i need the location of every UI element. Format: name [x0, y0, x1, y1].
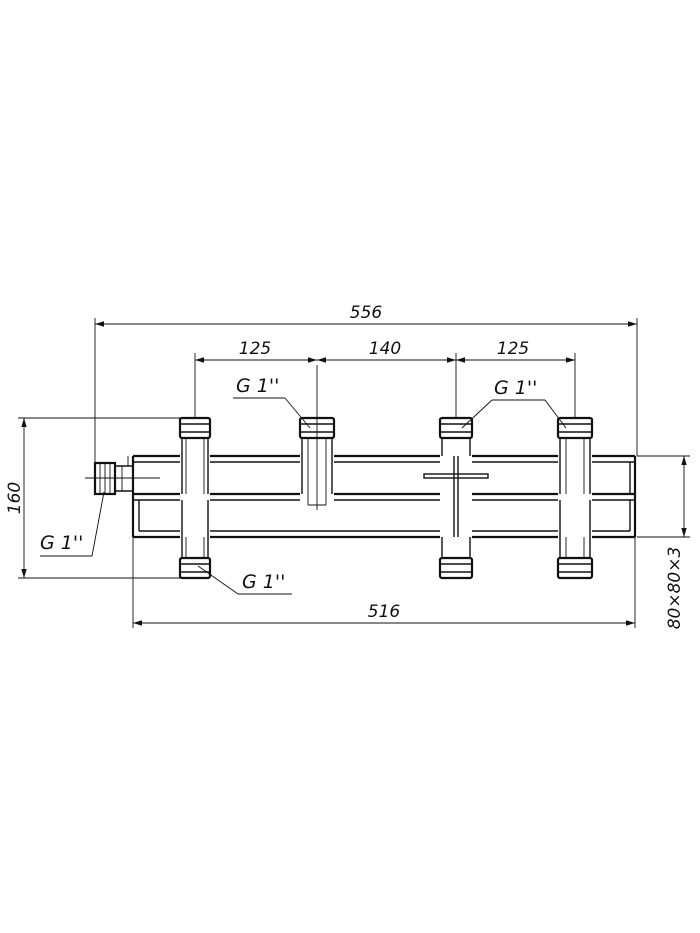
thread-label-inlet: G 1'' [40, 532, 83, 554]
dimension-overall [94, 318, 638, 463]
nozzle-1 [178, 416, 212, 580]
thread-label-bottom: G 1'' [242, 571, 285, 593]
dimension-spacing-left-label: 125 [239, 339, 271, 359]
dimension-body-label: 516 [368, 602, 401, 622]
dimension-spacing-right-label: 125 [497, 339, 529, 359]
thread-callout-inlet [40, 491, 105, 557]
dimension-profile [637, 455, 690, 538]
inlet-nozzle [85, 456, 160, 496]
dimension-spacing [194, 353, 576, 418]
dimension-height-label: 160 [5, 482, 25, 514]
thread-callout-top-left [233, 397, 311, 429]
nozzle-2 [298, 365, 336, 510]
thread-label-top-right: G 1'' [494, 377, 537, 399]
dimension-profile-label: 80×80×3 [665, 547, 685, 630]
dimension-height [18, 417, 180, 579]
nozzle-4 [556, 416, 594, 580]
nozzle-3 [423, 416, 489, 580]
manifold-body [131, 454, 637, 539]
thread-label-top-left: G 1'' [236, 375, 279, 397]
thread-callout-bottom [197, 565, 292, 595]
dimension-spacing-middle-label: 140 [369, 339, 401, 359]
dimension-overall-label: 556 [350, 303, 383, 323]
dimension-body [132, 537, 636, 628]
thread-callout-top-right [461, 399, 567, 429]
